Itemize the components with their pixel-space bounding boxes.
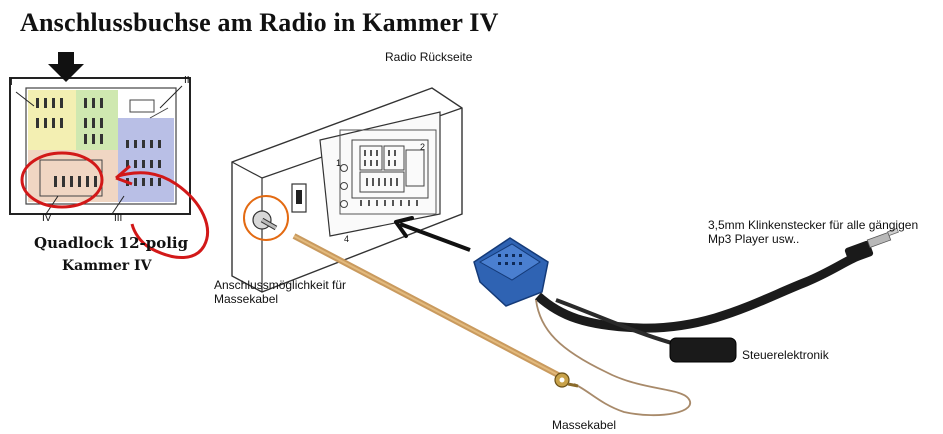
ring-terminal xyxy=(554,372,579,388)
chamber-II-label: II xyxy=(184,75,190,86)
blue-quadlock-plug xyxy=(473,237,549,307)
ground-cable-label: Massekabel xyxy=(552,418,617,432)
control-electronics-label: Steuerelektronik xyxy=(742,348,829,362)
radio-back-label: Radio Rückseite xyxy=(385,50,473,64)
down-arrow-icon xyxy=(48,52,84,82)
pin-1-label: 1 xyxy=(336,158,342,168)
radio-unit xyxy=(231,87,463,293)
ground-stud-highlight xyxy=(243,195,289,241)
chamber-IV-label: IV xyxy=(42,213,52,224)
quadlock-connector-face xyxy=(9,52,209,260)
pin-4-label: 4 xyxy=(344,234,350,244)
chamber-I-label: I xyxy=(10,77,13,88)
pointer-arrow-line xyxy=(399,222,471,252)
ground-wire xyxy=(535,299,691,417)
jack-label-line2: Mp3 Player usw.. xyxy=(708,232,800,246)
red-circle-annotation xyxy=(20,151,104,209)
pin-2-label: 2 xyxy=(420,142,426,152)
ground-option-label-line1: Anschlussmöglichkeit für xyxy=(214,278,347,292)
aux-jack-plug xyxy=(844,227,899,264)
jack-label-line1: 3,5mm Klinkenstecker für alle gängigen xyxy=(708,218,919,232)
ground-stud-bolt xyxy=(252,210,278,231)
main-cable xyxy=(534,251,860,333)
chamber-III-label: III xyxy=(114,213,123,224)
quadlock-label: Quadlock 12-polig xyxy=(34,234,189,252)
chamber-II-area xyxy=(76,90,118,150)
kammer-label: Kammer IV xyxy=(62,258,152,274)
control-module xyxy=(669,337,737,363)
page-title: Anschlussbuchse am Radio in Kammer IV xyxy=(20,8,499,37)
ground-option-label-line2: Massekabel xyxy=(214,292,279,306)
red-curved-arrow-annotation xyxy=(117,171,209,260)
pointer-arrowhead-icon xyxy=(394,216,414,238)
